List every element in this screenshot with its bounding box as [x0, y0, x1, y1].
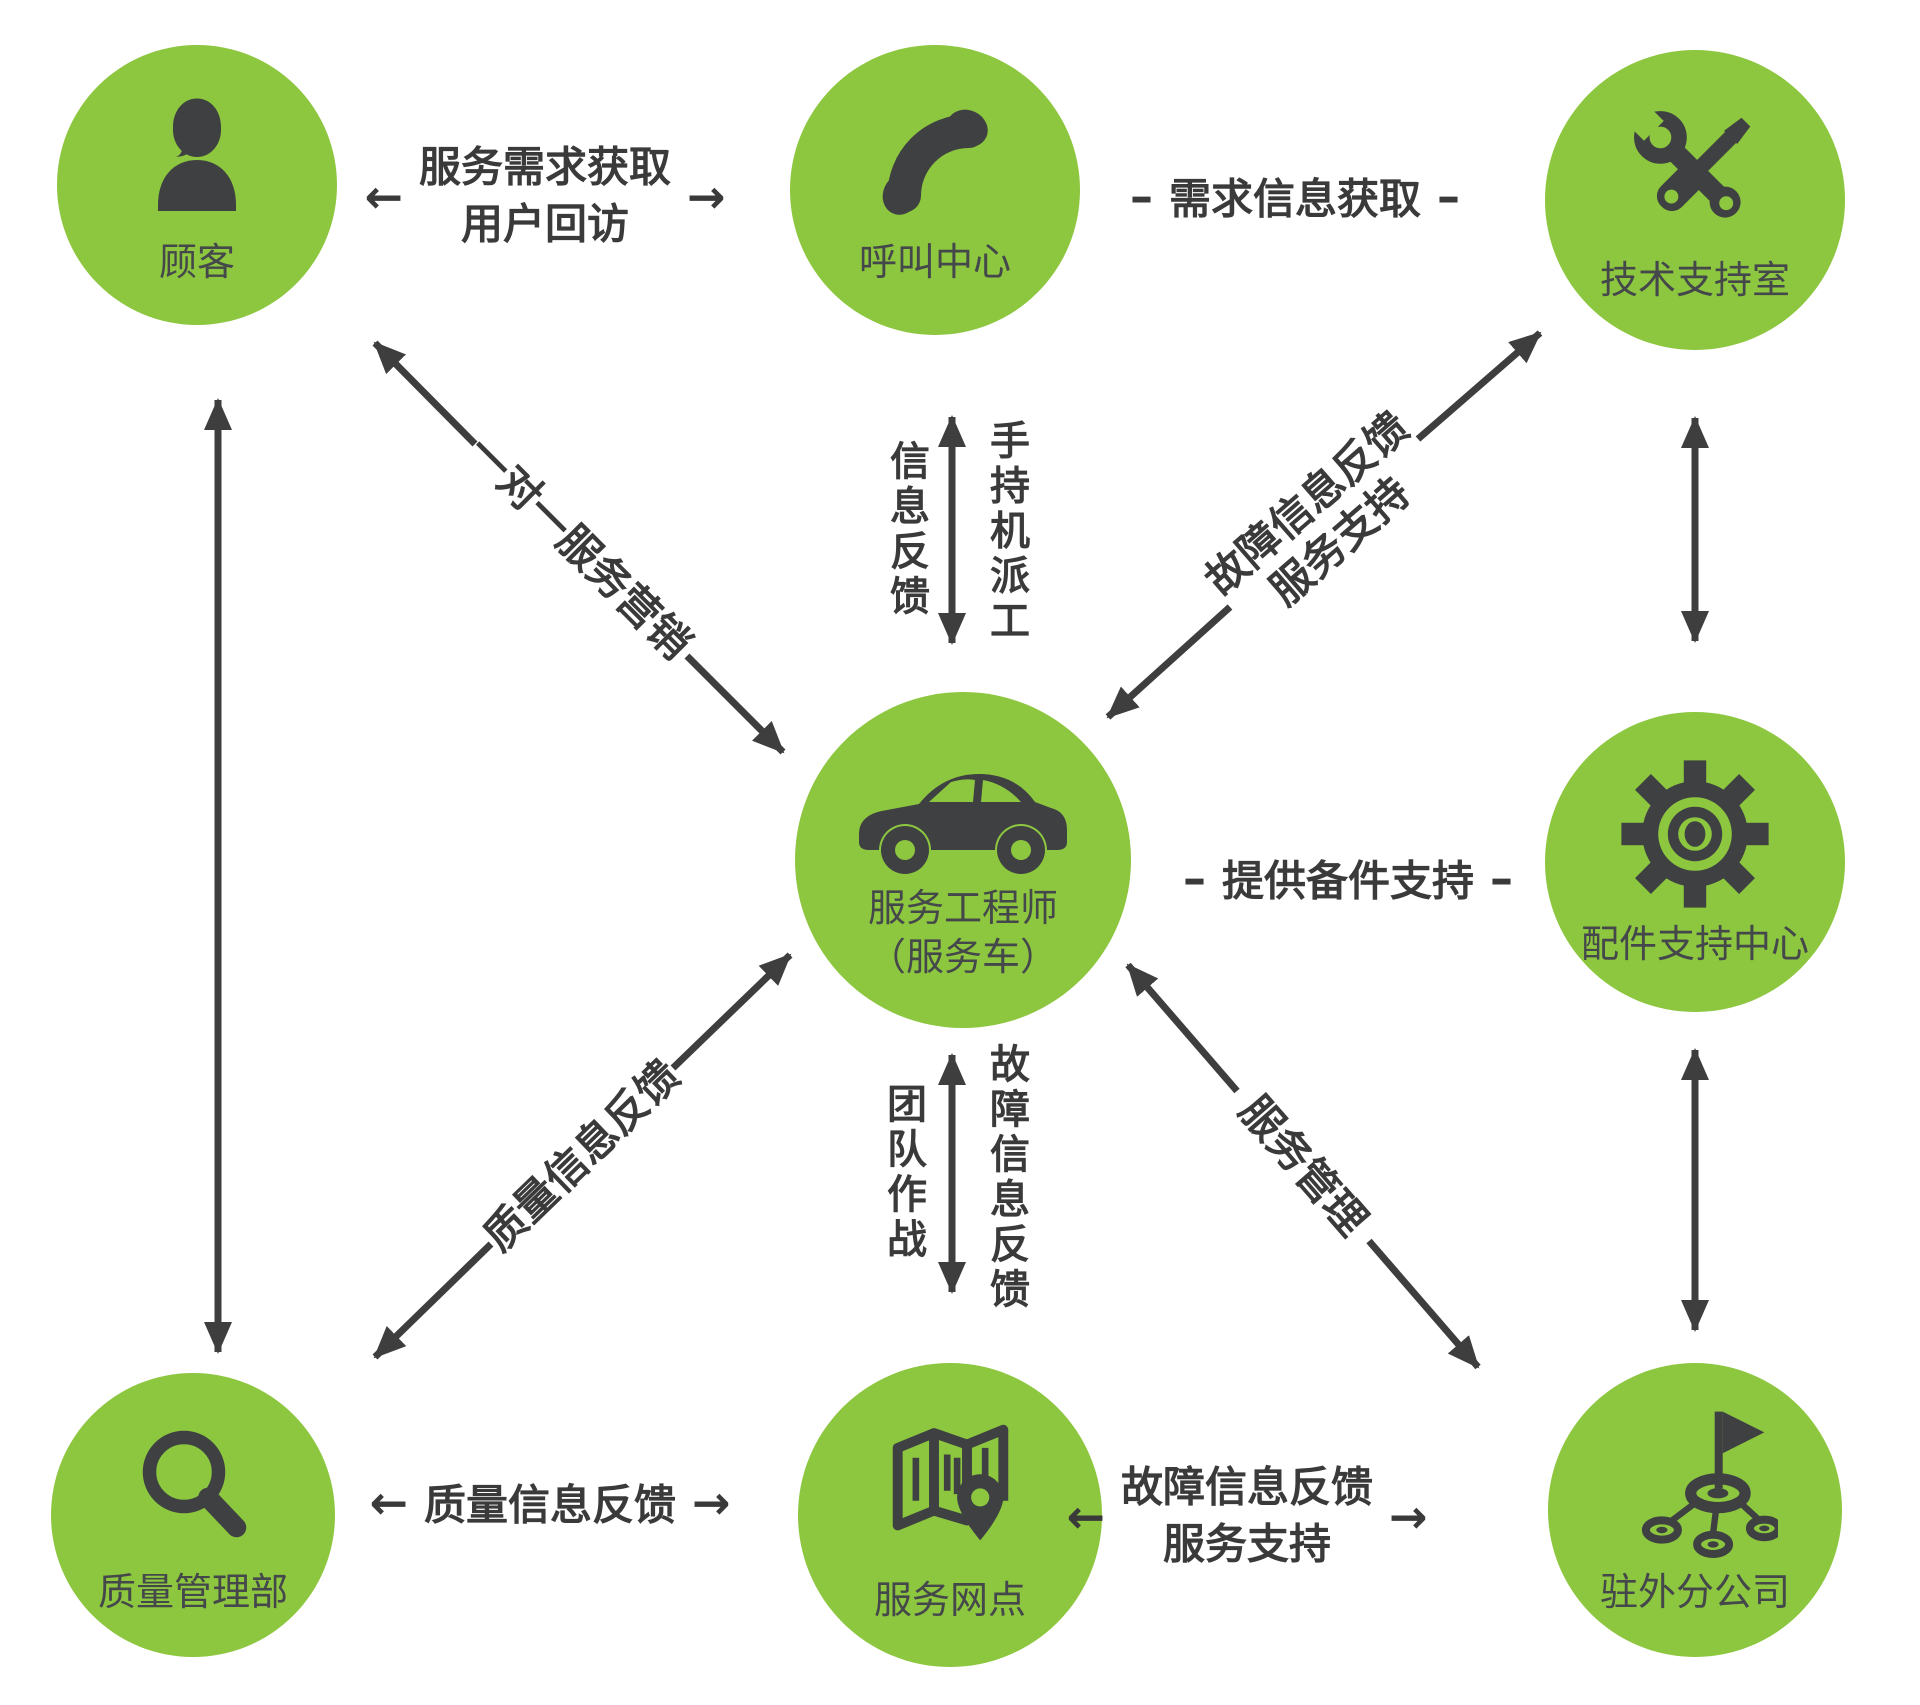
node-engineer-label-line2: （服务车）	[867, 935, 1058, 979]
flag-network-icon	[1641, 1411, 1778, 1559]
magnifier-icon	[142, 1431, 247, 1538]
link-label: 需求信息获取	[1168, 174, 1422, 224]
node-branch-office: 驻外分公司	[1548, 1363, 1842, 1657]
node-engineer-label: 服务工程师 （服务车）	[868, 884, 1058, 983]
node-branch-office-label: 驻外分公司	[1599, 1570, 1790, 1615]
link-label-line1: 故障信息反馈	[1120, 1462, 1374, 1512]
phone-icon	[882, 109, 988, 216]
node-engineer-label-line1: 服务工程师	[867, 885, 1058, 930]
link-quality-network-label: ← 质量信息反馈 →	[369, 1472, 730, 1533]
label-fault-info-feedback: 故障信息反馈	[983, 1043, 1029, 1313]
gear-icon	[1621, 760, 1769, 908]
left-arrow-icon: ←	[1066, 1489, 1105, 1543]
node-customer: 顾客	[57, 45, 337, 325]
arrow-customer-engineer-upper	[372, 340, 478, 447]
arrow-quality-engineer-lower	[372, 1241, 494, 1360]
node-parts-center-label: 配件支持中心	[1580, 922, 1809, 967]
label-team-operations: 团队作战	[880, 1083, 926, 1263]
arrow-techsupport-engineer-lower	[1105, 604, 1233, 720]
link-customer-callcenter-label: ← 服务需求获取 用户回访 →	[364, 139, 725, 252]
dash-icon: –	[1437, 169, 1461, 223]
right-arrow-icon: →	[687, 169, 726, 223]
node-quality-dept-label: 质量管理部	[97, 1570, 288, 1615]
link-callcenter-techsupport-label: – 需求信息获取 –	[1130, 166, 1460, 227]
right-arrow-icon: →	[1389, 1489, 1428, 1543]
node-tech-support-label: 技术支持室	[1599, 257, 1790, 302]
car-icon	[859, 773, 1067, 874]
dash-icon: –	[1490, 851, 1514, 905]
map-pin-icon	[892, 1424, 1008, 1541]
left-arrow-icon: ←	[364, 169, 403, 223]
link-label: 质量信息反馈	[423, 1480, 677, 1530]
dash-icon: –	[1129, 169, 1153, 223]
left-arrow-icon: ←	[369, 1475, 408, 1529]
node-call-center: 呼叫中心	[790, 45, 1080, 335]
right-arrow-icon: →	[692, 1475, 731, 1529]
node-call-center-label: 呼叫中心	[858, 240, 1011, 285]
label-info-feedback: 信息反馈	[883, 440, 929, 620]
wrench-screwdriver-icon	[1628, 105, 1750, 218]
node-service-network-label: 服务网点	[873, 1577, 1026, 1622]
dash-icon: –	[1182, 851, 1206, 905]
link-label: 提供备件支持	[1221, 856, 1475, 906]
node-tech-support: 技术支持室	[1545, 50, 1845, 350]
person-icon	[158, 98, 236, 212]
label-handheld-dispatch: 手持机派工	[983, 419, 1029, 645]
node-parts-center: 配件支持中心	[1545, 712, 1845, 1012]
link-label-line1: 服务需求获取	[418, 142, 672, 192]
arrow-engineer-branch-upper	[1125, 962, 1240, 1094]
link-label-line2: 服务支持	[1162, 1519, 1332, 1568]
link-engineer-parts-label: – 提供备件支持 –	[1183, 848, 1513, 909]
arrow-engineer-branch-lower	[1366, 1238, 1481, 1370]
node-quality-dept: 质量管理部	[51, 1373, 335, 1657]
node-customer-label: 顾客	[158, 240, 235, 285]
link-network-branch-label: ← 故障信息反馈 服务支持 →	[1066, 1459, 1427, 1572]
node-engineer: 服务工程师 （服务车）	[795, 692, 1131, 1028]
arrow-quality-engineer-upper	[670, 952, 793, 1071]
arrow-techsupport-engineer-upper	[1415, 330, 1543, 442]
link-label-stack: 故障信息反馈 服务支持	[1121, 1459, 1373, 1572]
link-label-stack: 服务需求获取 用户回访	[419, 139, 671, 252]
node-service-network: 服务网点	[798, 1363, 1102, 1667]
link-label-line2: 用户回访	[460, 199, 630, 248]
arrow-customer-engineer-lower	[684, 653, 786, 755]
